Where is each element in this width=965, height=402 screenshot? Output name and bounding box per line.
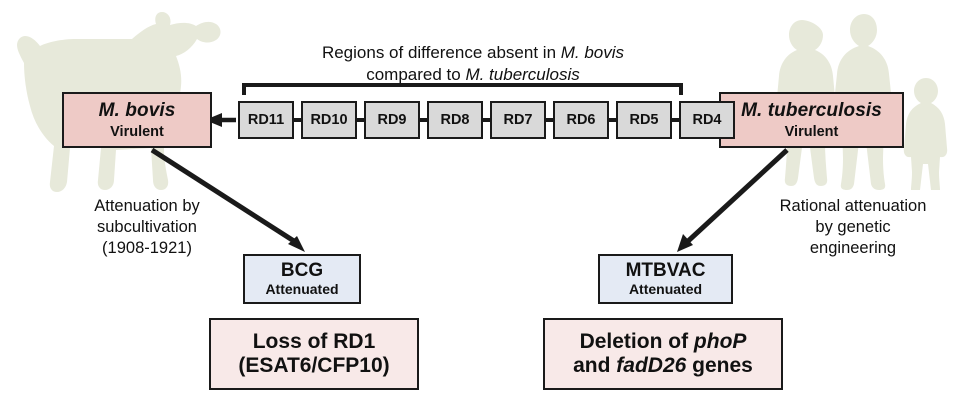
mtbvac-outcome-line1: Deletion of phoP [579,330,747,354]
rd-box-rd5[interactable]: RD5 [616,101,672,139]
mtuberculosis-name: M. tuberculosis [741,100,882,122]
rd-box-rd11[interactable]: RD11 [238,101,294,139]
rd-caption: Regions of difference absent in M. bovis… [258,42,688,86]
left-annotation-line2: subcultivation [97,218,197,237]
rd-box-rd6[interactable]: RD6 [553,101,609,139]
arrow-mtb-to-mtbvac-head [677,234,693,252]
rd-caption-species-tuberculosis: M. tuberculosis [465,64,580,84]
bcg-name: BCG [280,260,324,282]
gene-phop: phoP [693,330,747,354]
rd-link [357,118,364,122]
mtbvac-outcome-line2: and fadD26 genes [573,354,753,377]
mtbvac-state: Attenuated [628,281,703,298]
right-annotation-line1: Rational attenuation [779,197,927,215]
bcg-outcome-box[interactable]: Loss of RD1 (ESAT6/CFP10) [209,318,419,390]
rd-link [609,118,616,122]
mbovis-name: M. bovis [98,100,176,122]
rd-region-row: RD11 RD10 RD9 RD8 RD7 RD6 RD5 RD4 [238,101,735,139]
rd-link [546,118,553,122]
bcg-outcome-line1: Loss of RD1 [252,330,376,354]
rd-link [294,118,301,122]
mtuberculosis-state: Virulent [784,123,839,140]
bcg-state: Attenuated [265,281,339,298]
rd-box-rd7[interactable]: RD7 [490,101,546,139]
rd-bracket [242,83,683,95]
mbovis-state: Virulent [110,123,164,140]
right-annotation-line2: by genetic [815,218,891,237]
rd-caption-species-bovis: M. bovis [560,43,625,62]
right-attenuation-annotation: Rational attenuation by genetic engineer… [748,196,958,259]
mtbvac-box[interactable]: MTBVAC Attenuated [598,254,733,304]
rd-box-rd4[interactable]: RD4 [679,101,735,139]
rd-box-rd9[interactable]: RD9 [364,101,420,139]
rd-caption-line2: compared to M. tuberculosis [366,64,580,84]
left-attenuation-annotation: Attenuation by subcultivation (1908-1921… [52,196,242,259]
gene-fadd26: fadD26 [616,354,687,377]
left-annotation-line3: (1908-1921) [102,239,192,258]
bcg-box[interactable]: BCG Attenuated [243,254,361,304]
rd-link [420,118,427,122]
rd-box-rd10[interactable]: RD10 [301,101,357,139]
mtuberculosis-box[interactable]: M. tuberculosis Virulent [719,92,904,148]
mtbvac-name: MTBVAC [625,260,706,282]
mtbvac-outcome-box[interactable]: Deletion of phoP and fadD26 genes [543,318,783,390]
bcg-outcome-line2: (ESAT6/CFP10) [238,354,390,377]
mbovis-box[interactable]: M. bovis Virulent [62,92,212,148]
right-annotation-line3: engineering [809,239,897,258]
left-annotation-line1: Attenuation by [94,197,200,215]
arrow-bovis-to-bcg-head [288,236,305,252]
rd-box-rd8[interactable]: RD8 [427,101,483,139]
rd-link [672,118,679,122]
rd-caption-line1: Regions of difference absent in M. bovis [321,43,625,62]
rd-link [483,118,490,122]
